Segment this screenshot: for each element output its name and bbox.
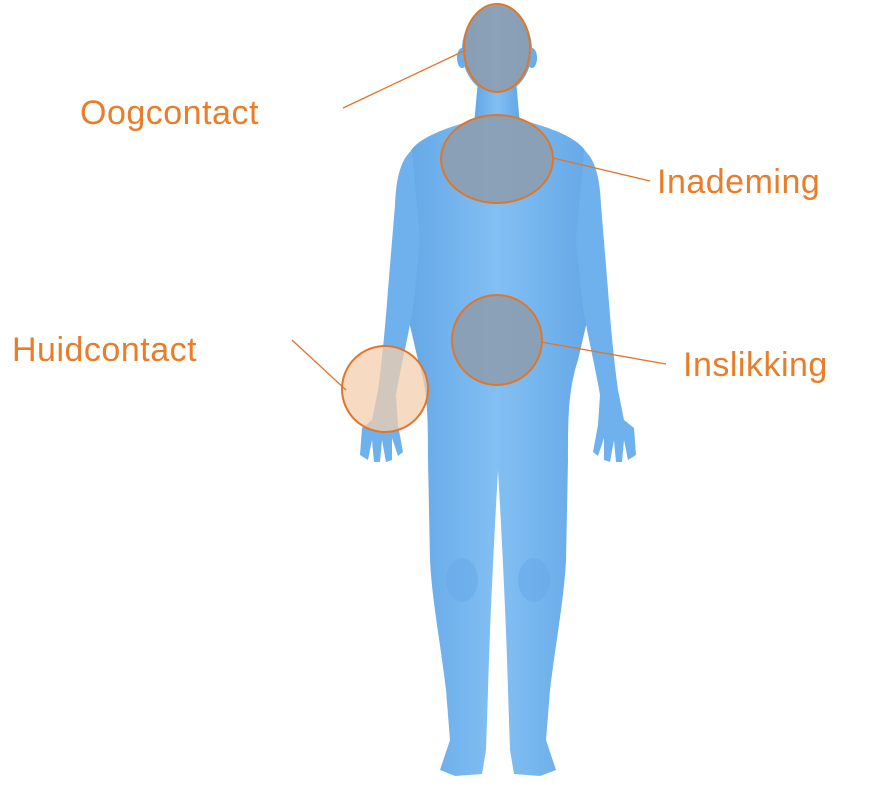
marker-oogcontact	[464, 4, 530, 92]
label-inslikking: Inslikking	[683, 348, 828, 382]
right-arm-shape	[576, 150, 636, 462]
marker-inslikking	[452, 295, 542, 385]
torso-legs-shape	[398, 120, 598, 776]
label-oogcontact: Oogcontact	[80, 96, 259, 130]
connector-oogcontact	[343, 50, 466, 108]
connector-huidcontact	[292, 340, 346, 390]
knee-right	[518, 558, 550, 602]
label-inademing: Inademing	[657, 165, 820, 199]
knee-left	[446, 558, 478, 602]
marker-huidcontact	[342, 346, 428, 432]
label-huidcontact: Huidcontact	[12, 333, 197, 367]
marker-inademing	[441, 115, 553, 203]
